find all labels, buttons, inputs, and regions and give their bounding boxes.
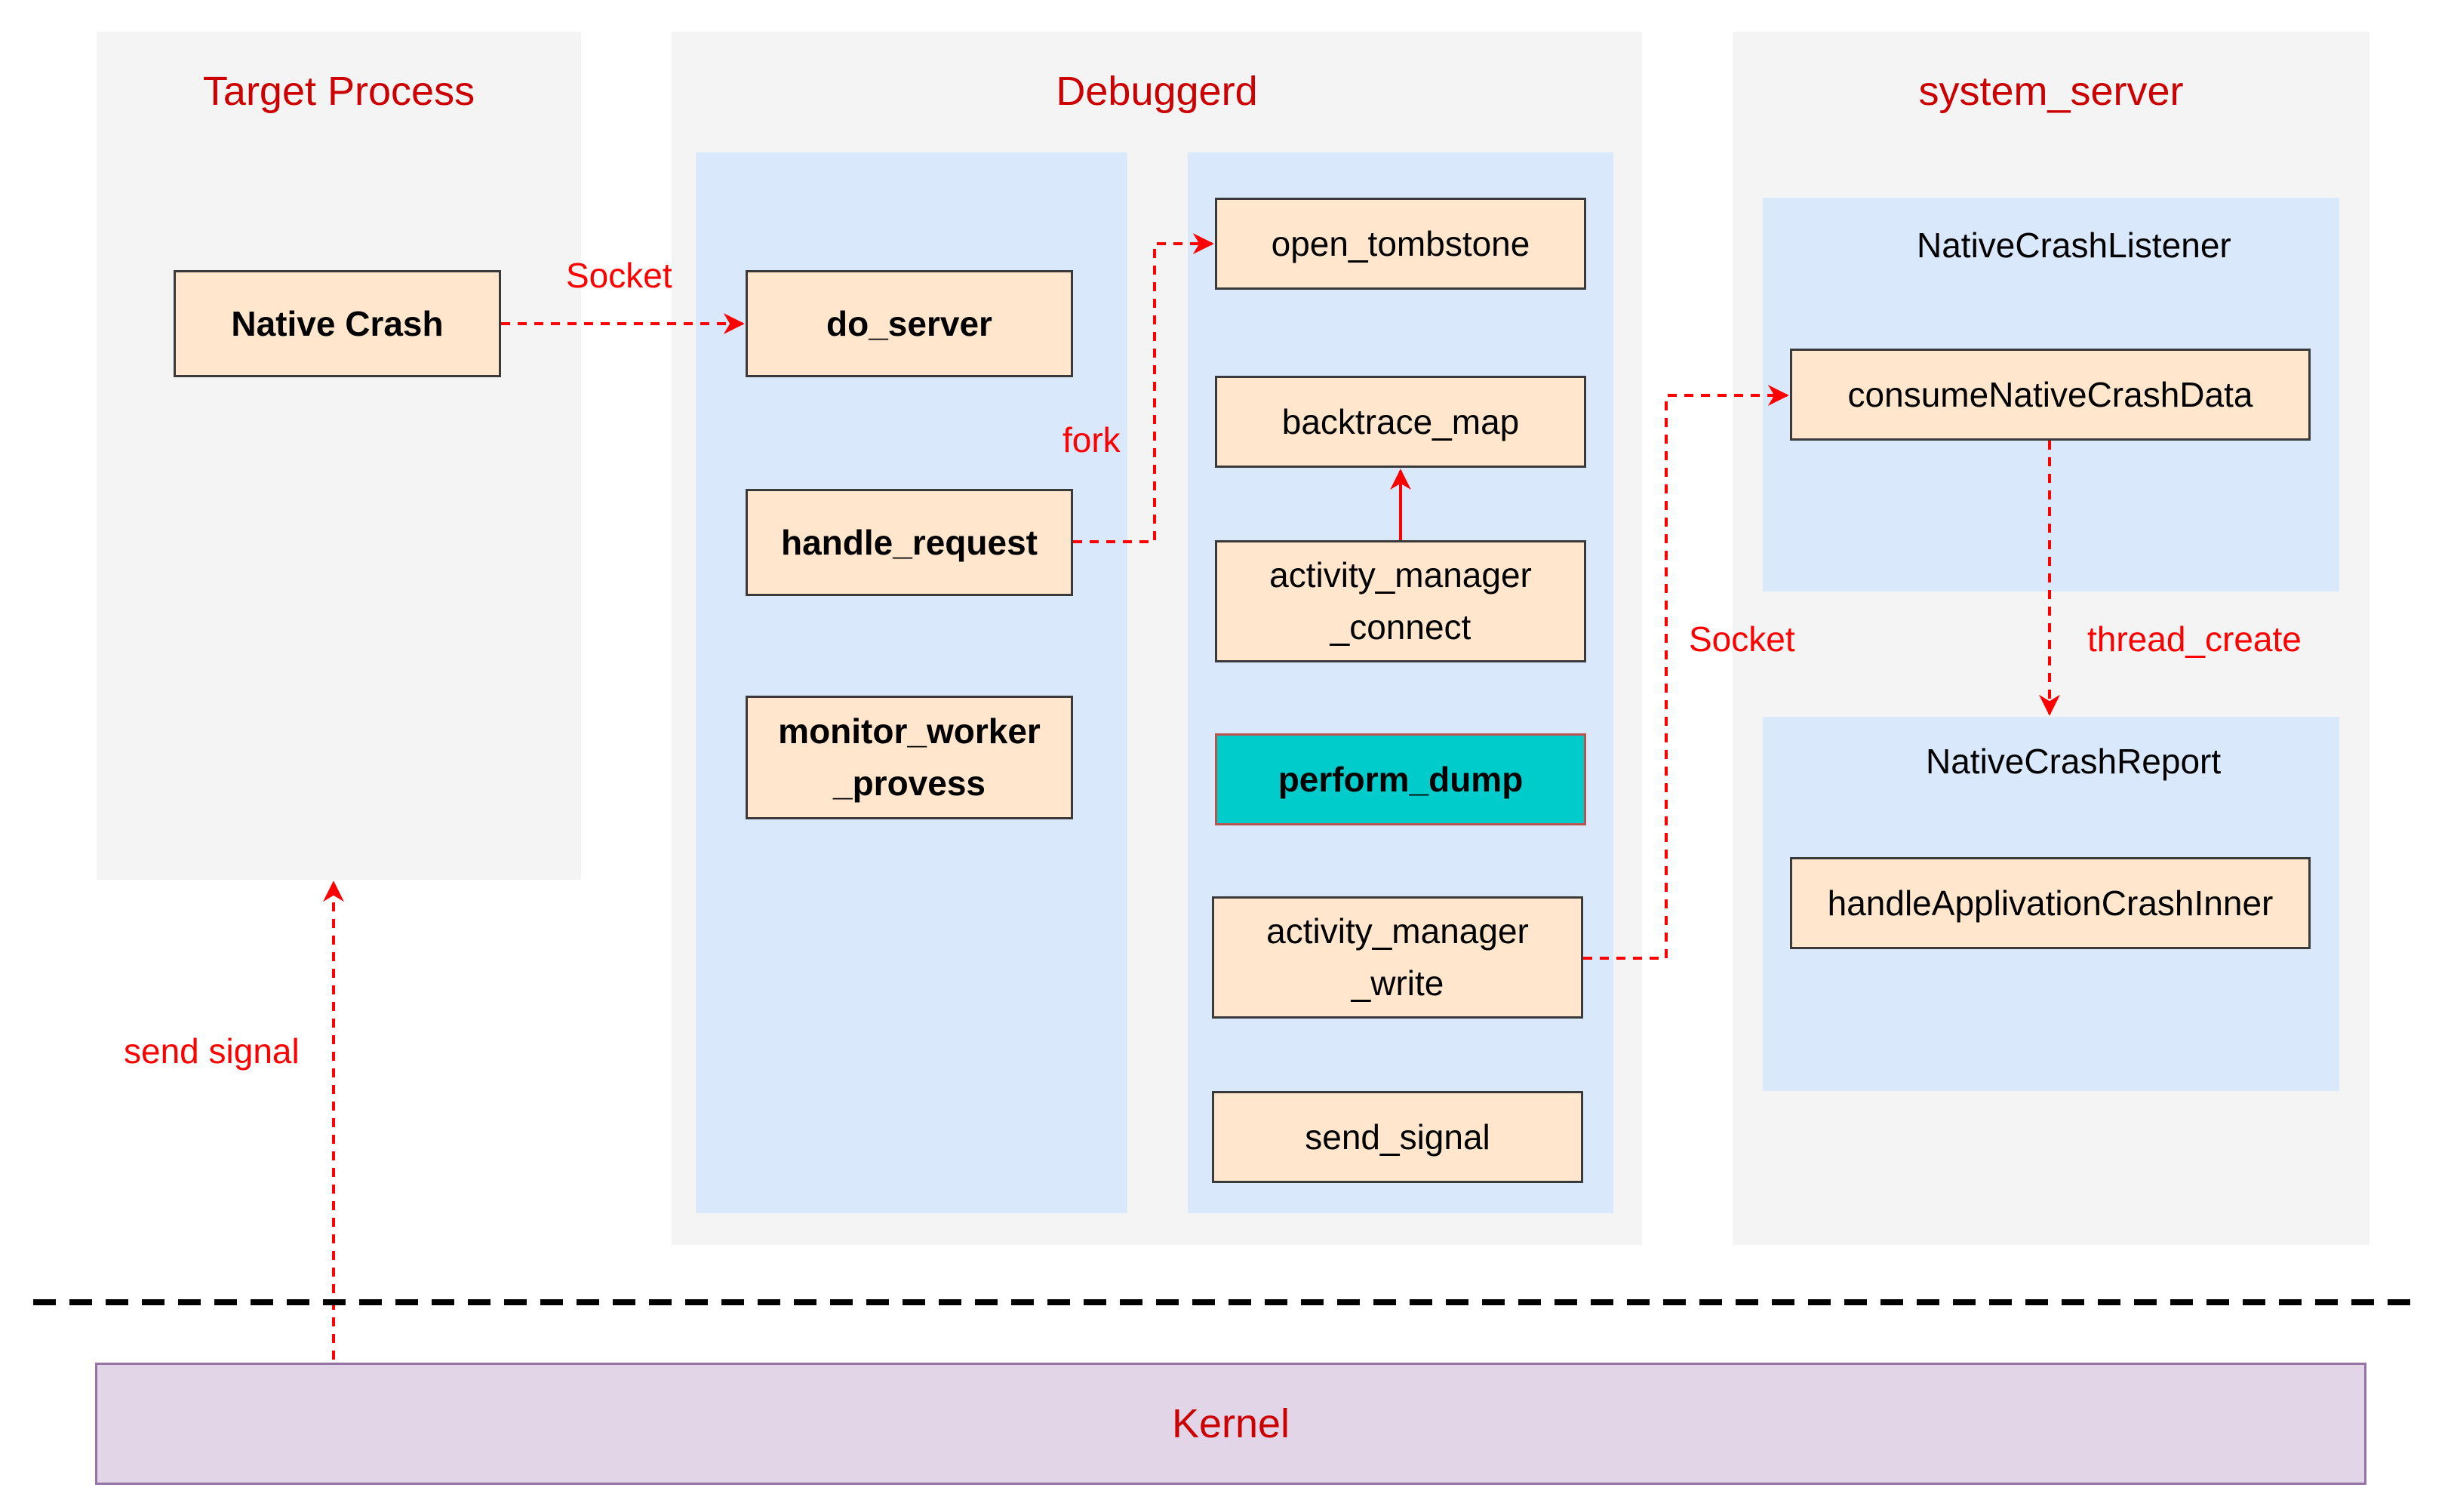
monitor-worker-node[interactable]: monitor_worker _provess — [746, 696, 1073, 819]
target-process-title: Target Process — [202, 69, 475, 114]
edge-label-socket-1: Socket — [566, 256, 672, 295]
activity-manager-write-node[interactable]: activity_manager _write — [1212, 896, 1583, 1019]
edge-socket-write-to-consume — [1583, 385, 1789, 960]
system-server-title: system_server — [1918, 69, 2184, 114]
backtrace-map-node[interactable]: backtrace_map — [1215, 376, 1586, 468]
edge-label-fork: fork — [1062, 420, 1121, 459]
open-tombstone-node[interactable]: open_tombstone — [1215, 198, 1586, 290]
native-crash-node[interactable]: Native Crash — [174, 270, 501, 377]
edge-label-send-signal: send signal — [124, 1031, 300, 1071]
handle-request-node[interactable]: handle_request — [746, 489, 1073, 596]
kernel-label: Kernel — [1171, 1401, 1290, 1446]
handle-app-crash-inner-node[interactable]: handleApplivationCrashInner — [1790, 857, 2311, 949]
perform-dump-node[interactable]: perform_dump — [1215, 733, 1586, 825]
consume-native-crash-data-node[interactable]: consumeNativeCrashData — [1790, 349, 2311, 441]
target-process-panel — [97, 32, 581, 880]
native-crash-listener-label: NativeCrashListener — [1917, 226, 2231, 265]
edge-label-socket-2: Socket — [1689, 619, 1795, 659]
activity-manager-connect-node[interactable]: activity_manager _connect — [1215, 540, 1586, 662]
send-signal-node[interactable]: send_signal — [1212, 1091, 1583, 1183]
edge-label-thread-create: thread_create — [2087, 619, 2302, 659]
edge-fork-handle-request-to-open-tombstone — [1073, 233, 1214, 543]
native-crash-report-label: NativeCrashReport — [1926, 742, 2222, 781]
kernel-box[interactable]: Kernel — [95, 1363, 2366, 1485]
do-server-node[interactable]: do_server — [746, 270, 1073, 377]
debuggerd-title: Debuggerd — [1056, 69, 1258, 114]
debuggerd-worker-lane — [1188, 152, 1613, 1213]
